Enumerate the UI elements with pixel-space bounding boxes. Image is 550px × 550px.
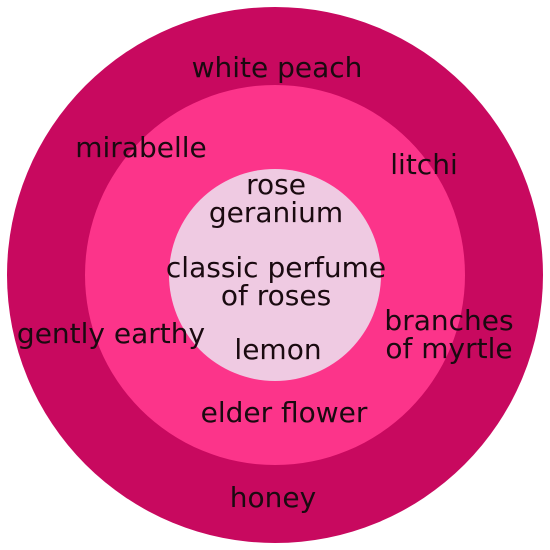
outer-label-honey: honey bbox=[229, 481, 317, 514]
outer-label-gently-earthy: gently earthy bbox=[16, 317, 206, 350]
inner-label-rose-line-1: rose bbox=[246, 168, 306, 201]
middle-label-elder-flower: elder flower bbox=[200, 396, 368, 429]
inner-circle bbox=[169, 169, 381, 381]
inner-label-classic-line-1: classic perfume bbox=[165, 251, 387, 284]
outer-label-white-peach: white peach bbox=[191, 51, 363, 84]
inner-label-classic-perfume: classic perfume of roses bbox=[166, 254, 386, 310]
middle-label-litchi: litchi bbox=[390, 148, 458, 181]
inner-label-classic-line-2: of roses bbox=[220, 279, 332, 312]
inner-label-rose-line-2: geranium bbox=[208, 196, 344, 229]
middle-label-branches-of-myrtle: branches of myrtle bbox=[384, 307, 513, 363]
inner-label-rose-geranium: rose geranium bbox=[209, 171, 343, 227]
middle-label-branches-line-1: branches bbox=[384, 304, 514, 337]
outer-label-mirabelle: mirabelle bbox=[75, 131, 207, 164]
inner-label-lemon: lemon bbox=[234, 333, 322, 366]
middle-label-branches-line-2: of myrtle bbox=[385, 332, 513, 365]
